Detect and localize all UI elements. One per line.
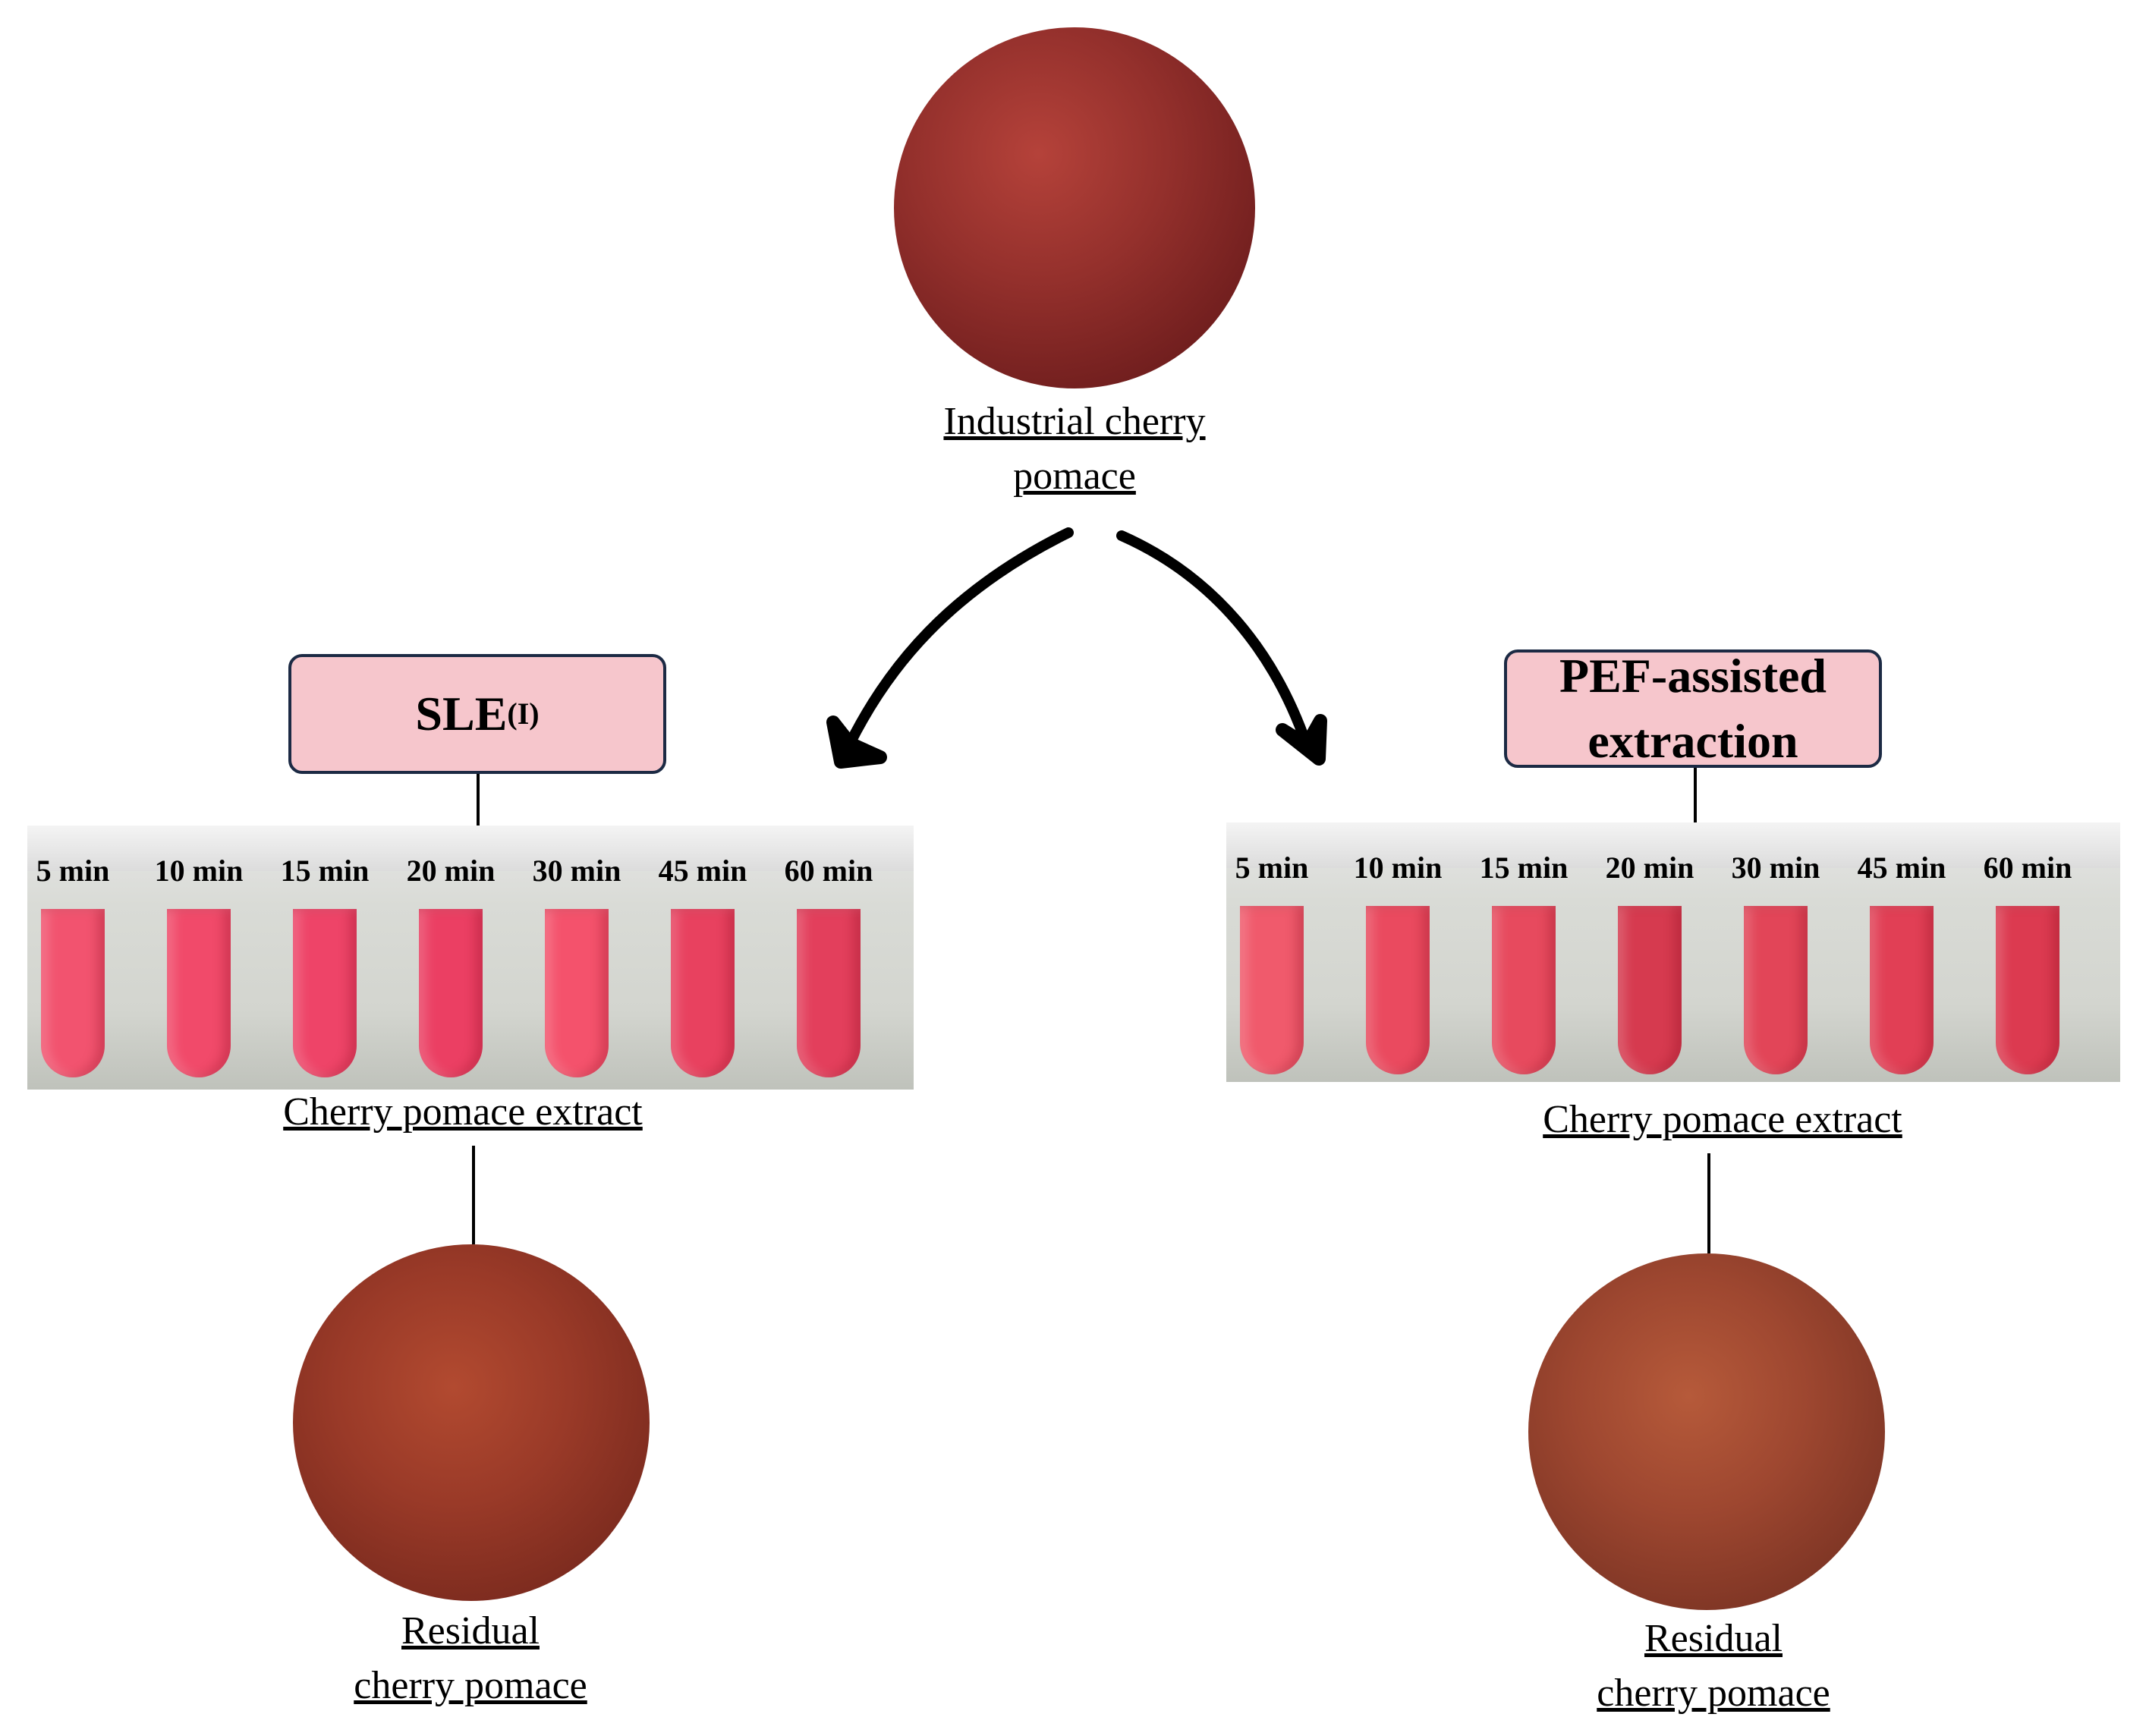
residual-pomace-photo-sle (293, 1244, 650, 1601)
sle-extract-tube (545, 909, 609, 1077)
connector-pef-residue (1707, 1153, 1710, 1253)
pef-tube-label: 60 min (1983, 851, 2072, 885)
method-name-sle: SLE (415, 687, 508, 741)
method-subscript-sle: (I) (507, 697, 540, 731)
sle-extract-tube (671, 909, 735, 1077)
extract-label-sle: Cherry pomace extract (283, 1090, 643, 1134)
pef-tube-label: 10 min (1353, 851, 1443, 885)
tube-caps-pef (1226, 822, 2120, 868)
method-box-sle: SLE(I) (288, 654, 666, 774)
sle-tube-label: 45 min (658, 854, 747, 888)
residue-label-pef-line1: Residual (1644, 1617, 1783, 1660)
tube-strip-pef: 5 min 10 min 15 min 20 min 30 min 45 min 60 mi… (1226, 822, 2120, 1082)
connector-sle-box (477, 774, 480, 827)
sle-tube-label: 60 min (784, 854, 873, 888)
tube-strip-sle: 5 min 10 min 15 min 20 min 30 min 45 min 60 mi… (27, 826, 914, 1090)
pef-extract-tube (1744, 906, 1808, 1074)
pef-extract-tube (1240, 906, 1304, 1074)
sle-tube-label: 30 min (532, 854, 621, 888)
residue-label-sle: Residual cherry pomace (273, 1604, 668, 1713)
method-box-pef: PEF-assisted extraction (1504, 649, 1882, 768)
residue-label-sle-line2: cherry pomace (354, 1664, 587, 1707)
sle-extract-tube (797, 909, 861, 1077)
sle-tube-label: 15 min (280, 854, 370, 888)
sle-tube-label: 20 min (406, 854, 496, 888)
connector-pef-box (1694, 768, 1697, 822)
arrow-right (1116, 530, 1312, 750)
pef-extract-tube (1492, 906, 1556, 1074)
sle-tube-label: 10 min (154, 854, 244, 888)
residue-label-pef: Residual cherry pomace (1516, 1612, 1911, 1721)
pef-extract-tube (1366, 906, 1430, 1074)
sle-extract-tube (419, 909, 483, 1077)
residual-pomace-photo-pef (1528, 1253, 1885, 1610)
pef-tube-label: 30 min (1731, 851, 1820, 885)
sle-extract-tube (293, 909, 357, 1077)
arrow-left (845, 527, 1074, 749)
residue-label-sle-line1: Residual (401, 1609, 540, 1653)
method-name-pef-line1: PEF-assisted (1559, 649, 1827, 703)
residue-label-pef-line2: cherry pomace (1597, 1672, 1830, 1715)
pef-tube-label: 5 min (1235, 851, 1309, 885)
source-label-line1: Industrial cherry (943, 400, 1206, 443)
sle-extract-tube (41, 909, 105, 1077)
source-label: Industrial cherry pomace (845, 395, 1304, 504)
pef-extract-tube (1618, 906, 1682, 1074)
industrial-pomace-photo (894, 27, 1255, 388)
extract-label-pef: Cherry pomace extract (1543, 1098, 1902, 1141)
pef-tube-label: 45 min (1857, 851, 1946, 885)
sle-extract-tube (167, 909, 231, 1077)
method-name-pef-line2: extraction (1587, 714, 1798, 768)
pef-tube-label: 15 min (1479, 851, 1569, 885)
arrow-left-head (826, 715, 887, 769)
sle-tube-label: 5 min (36, 854, 110, 888)
arrow-right-head (1276, 714, 1327, 766)
pef-extract-tube (1870, 906, 1934, 1074)
source-label-line2: pomace (1013, 454, 1136, 498)
tube-caps-sle (27, 826, 914, 871)
pef-extract-tube (1996, 906, 2059, 1074)
connector-sle-residue (472, 1146, 475, 1244)
pef-tube-label: 20 min (1605, 851, 1694, 885)
